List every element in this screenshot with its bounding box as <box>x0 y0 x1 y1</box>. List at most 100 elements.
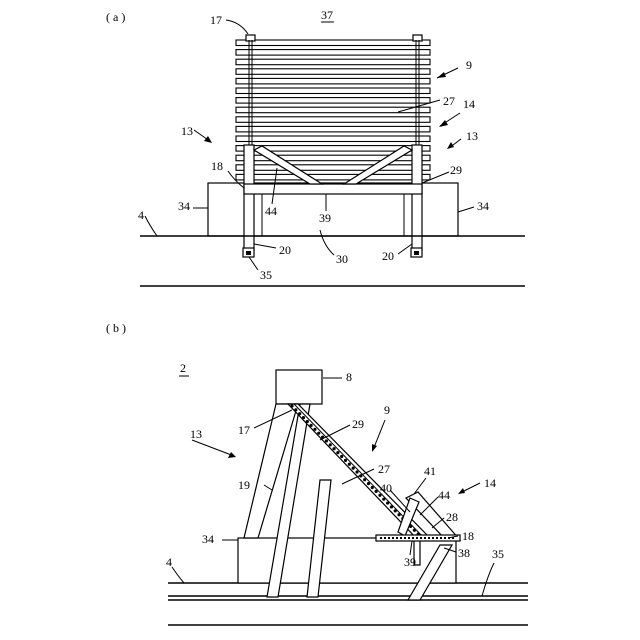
slat-bead <box>302 416 305 419</box>
ref-34: 34 <box>202 532 214 546</box>
upright-left <box>244 145 254 250</box>
slat-bead <box>397 513 400 516</box>
ref-18: 18 <box>462 529 474 543</box>
ref-14: 14 <box>484 476 496 490</box>
ref-39: 39 <box>404 555 416 569</box>
panel-b-ref-2: 2 <box>180 361 186 375</box>
slat-bead <box>313 428 316 431</box>
ref-17: 17 <box>238 423 250 437</box>
slat-bead <box>352 467 355 470</box>
ref-35: 35 <box>260 268 272 282</box>
ref-27: 27 <box>378 462 390 476</box>
leader-35 <box>482 563 494 596</box>
slat-bead <box>355 470 358 473</box>
ref-44: 44 <box>438 488 450 502</box>
slat-bead <box>340 455 343 458</box>
slat-bead <box>325 439 328 442</box>
foot-left-core <box>246 251 251 255</box>
ref-18: 18 <box>211 159 223 173</box>
slat-bead <box>332 447 335 450</box>
leader-34-right <box>458 207 474 212</box>
slat <box>236 59 430 64</box>
leader-17 <box>226 20 248 34</box>
arrow-9 <box>372 444 377 452</box>
panel-b-label: ( b ) <box>106 321 126 335</box>
slat <box>236 117 430 123</box>
post-cap-left <box>246 35 255 41</box>
slat-stack <box>236 40 430 180</box>
ref-20-left: 20 <box>279 243 291 257</box>
ref-14: 14 <box>463 97 475 111</box>
ref-27: 27 <box>443 94 455 108</box>
slat <box>236 126 430 131</box>
slat <box>236 40 430 46</box>
ref-4: 4 <box>166 555 172 569</box>
ref-38: 38 <box>458 546 470 560</box>
cross-beam <box>244 184 422 194</box>
ref-4: 4 <box>138 208 144 222</box>
slat-bead <box>348 463 351 466</box>
arrow-13 <box>228 452 236 458</box>
arrow-14 <box>439 120 448 127</box>
slat <box>236 174 430 180</box>
ref-19: 19 <box>238 478 250 492</box>
slat-bead <box>329 443 332 446</box>
ref-13-left: 13 <box>181 124 193 138</box>
slat-bead <box>390 505 393 508</box>
slat <box>236 136 430 142</box>
ref-34-left: 34 <box>178 199 190 213</box>
arrow-9 <box>437 72 446 78</box>
panel-a-ref-37: 37 <box>321 8 333 22</box>
cap-8 <box>276 370 322 404</box>
slat-bead <box>394 509 397 512</box>
ref-30: 30 <box>336 252 348 266</box>
ref-9: 9 <box>384 403 390 417</box>
ref-8: 8 <box>346 370 352 384</box>
panel-a: ( a ) 37 <box>106 8 525 286</box>
slat-bead <box>290 404 293 407</box>
ref-35: 35 <box>492 547 504 561</box>
leader-4 <box>145 216 157 236</box>
slat-bead <box>317 432 320 435</box>
ref-34-right: 34 <box>477 199 489 213</box>
arrow-13-right <box>447 142 454 149</box>
leader-41 <box>414 478 426 494</box>
ref-29: 29 <box>352 417 364 431</box>
arrow-14 <box>458 488 465 494</box>
slat-bead <box>413 529 416 532</box>
ref-29: 29 <box>450 163 462 177</box>
ref-41: 41 <box>424 464 436 478</box>
slat <box>236 88 430 94</box>
slat-bead <box>371 486 374 489</box>
post-cap-right <box>413 35 422 41</box>
panel-b: ( b ) 2 <box>106 321 528 625</box>
ref-13-right: 13 <box>466 129 478 143</box>
panel-a-label: ( a ) <box>106 10 125 24</box>
upright-right <box>412 145 422 250</box>
slat-bead <box>363 478 366 481</box>
slat-bead <box>298 412 301 415</box>
slat-bead <box>375 490 378 493</box>
ref-40: 40 <box>380 481 392 495</box>
slat-bead <box>336 451 339 454</box>
slat <box>236 165 430 171</box>
slat-bead <box>367 482 370 485</box>
ref-9: 9 <box>466 58 472 72</box>
slat <box>236 50 430 56</box>
ref-17: 17 <box>210 13 222 27</box>
foot-right-core <box>414 251 419 255</box>
leader-20-left <box>254 244 276 248</box>
ref-28: 28 <box>446 510 458 524</box>
ref-39: 39 <box>319 211 331 225</box>
arrow-13-left <box>204 136 212 143</box>
leader-4 <box>172 567 184 583</box>
leader-13 <box>192 440 234 456</box>
leader-35 <box>249 257 258 270</box>
ref-44: 44 <box>265 204 277 218</box>
slat-bead <box>344 459 347 462</box>
leader-20-right <box>398 244 412 254</box>
ref-13: 13 <box>190 427 202 441</box>
slat-bead <box>382 498 385 501</box>
slat <box>236 107 430 113</box>
